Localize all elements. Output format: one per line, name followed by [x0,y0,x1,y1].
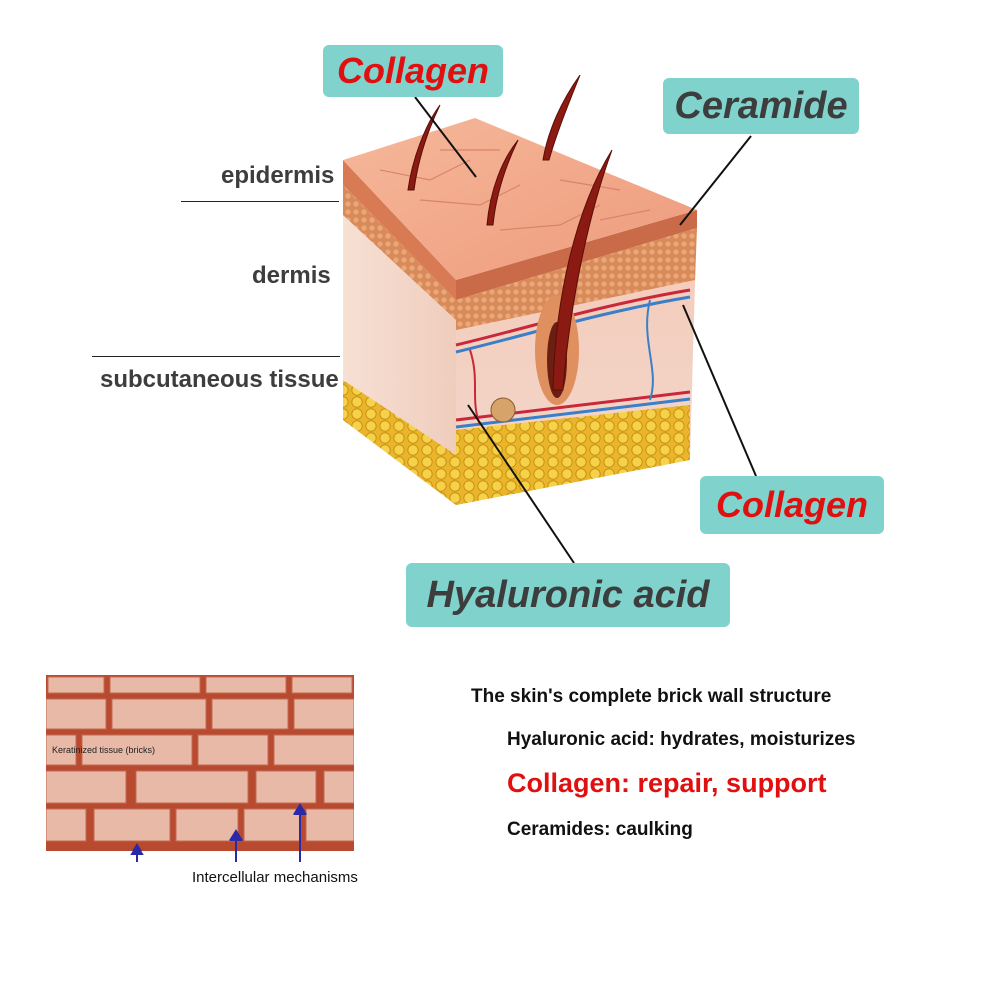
leader-lines [414,96,757,564]
cube-top-face [343,118,697,280]
brick-wall-image: Keratinized tissue (bricks) [46,675,354,851]
tag-ceramide: Ceramide [663,78,859,134]
dermis-divider [92,356,340,357]
info-ceramides: Ceramides: caulking [507,819,693,840]
label-subcutaneous-tissue: subcutaneous tissue [100,366,339,393]
epidermis-divider [181,201,339,202]
info-hyaluronic: Hyaluronic acid: hydrates, moisturizes [507,729,856,750]
tag-collagen-right: Collagen [700,476,884,534]
intercellular-caption: Intercellular mechanisms [192,869,358,886]
info-collagen: Collagen: repair, support [507,768,827,798]
tag-collagen-top: Collagen [323,45,503,97]
label-epidermis: epidermis [221,162,335,189]
cube-left-face [343,160,456,505]
label-dermis: dermis [252,262,331,289]
tag-hyaluronic-acid: Hyaluronic acid [406,563,730,627]
bricks-label: Keratinized tissue (bricks) [52,745,156,755]
info-heading: The skin's complete brick wall structure [471,686,832,707]
hair-strands [407,74,613,391]
